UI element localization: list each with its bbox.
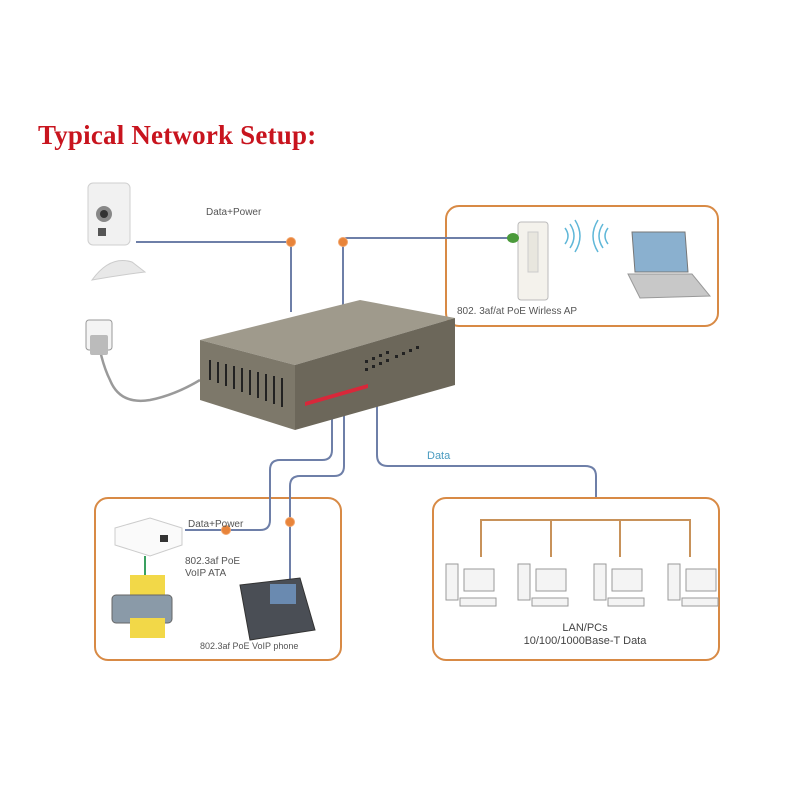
- poe-marker-ata: [221, 525, 231, 535]
- access-point-icon: [507, 221, 549, 301]
- lan-tree: [480, 519, 691, 557]
- poe-marker-ap: [338, 237, 348, 247]
- lan-link-label: Data: [427, 450, 451, 462]
- wireless-ap-label: 802. 3af/at PoE Wirless AP: [457, 306, 578, 317]
- voip-ata-icon: [114, 517, 183, 557]
- lan-label: LAN/PCs 10/100/1000Base-T Data: [520, 622, 650, 648]
- poe-marker-camera: [286, 237, 296, 247]
- desktop-pc-icon: [445, 563, 719, 607]
- voip-ata-label-line2: VoIP ATA: [185, 568, 227, 579]
- diagram-title: Typical Network Setup:: [38, 120, 317, 150]
- ap-cable: [342, 237, 515, 312]
- power-outlet-icon: [85, 319, 113, 355]
- ip-camera-icon: [87, 182, 147, 281]
- lan-label-line2: 10/100/1000Base-T Data: [523, 635, 647, 647]
- voip-phone-label: 802.3af PoE VoIP phone: [200, 641, 299, 651]
- fax-machine-icon: [111, 575, 173, 638]
- voip-ata-label: 802.3af PoE VoIP ATA: [185, 556, 240, 580]
- voip-phone-icon: [239, 577, 316, 641]
- lan-label-line1: LAN/PCs: [562, 622, 608, 634]
- poe-marker-phone: [285, 517, 295, 527]
- ata-link-label: Data+Power: [188, 519, 244, 530]
- wifi-waves-icon: [564, 219, 609, 253]
- lan-cable: [376, 398, 597, 497]
- camera-link-label: Data+Power: [206, 207, 262, 218]
- network-switch-icon: [200, 300, 455, 430]
- voip-ata-label-line1: 802.3af PoE: [185, 556, 241, 567]
- laptop-icon: [627, 231, 712, 299]
- ata-cable-1: [185, 410, 333, 531]
- power-cord: [94, 325, 201, 403]
- phone-cable: [289, 410, 345, 585]
- camera-cable: [136, 241, 292, 312]
